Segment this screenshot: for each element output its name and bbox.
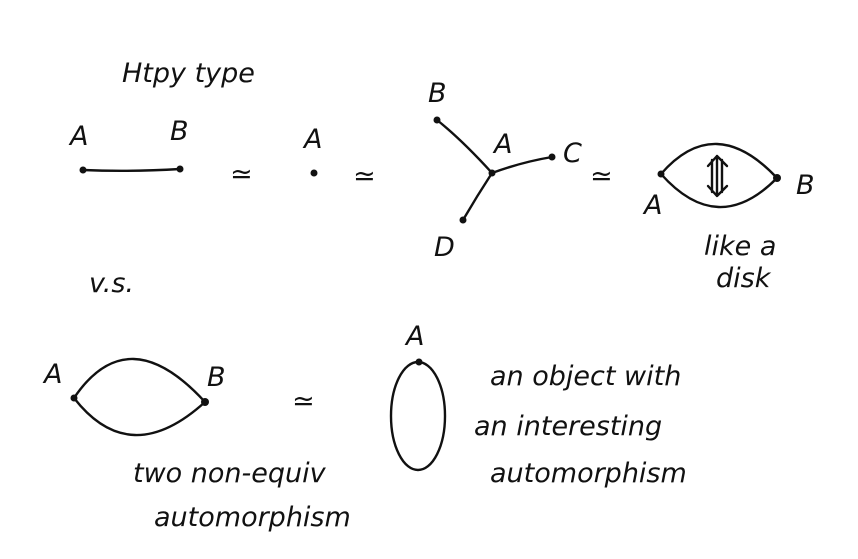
- loop-caption-line2: an interesting: [474, 411, 662, 442]
- equiv-symbol-3: ≃: [590, 161, 613, 192]
- star-vertex-d: [459, 216, 467, 224]
- vs-label: v.s.: [89, 268, 134, 299]
- disk-bigon-bottom-edge: [659, 172, 779, 209]
- star-label-a: A: [492, 129, 512, 160]
- equiv-symbol-1: ≃: [230, 159, 253, 190]
- disk-caption-line1: like a: [704, 231, 776, 262]
- loop-label-a: A: [404, 321, 424, 352]
- loop-vertex-a: [415, 358, 423, 366]
- auto-bigon-vertex-b: [201, 398, 209, 406]
- star-edge-c: [490, 155, 554, 175]
- segment-vertex-a: [79, 166, 87, 174]
- point-vertex-a: [310, 169, 318, 177]
- double-arrow-icon: [706, 154, 729, 198]
- auto-bigon-caption-line1: two non-equiv: [133, 458, 327, 489]
- star-label-b: B: [428, 78, 447, 109]
- auto-bigon-vertex-a: [70, 394, 78, 402]
- disk-caption-line2: disk: [716, 263, 772, 294]
- automorphism-bigon-graph: A B two non-equiv automorphism: [42, 357, 351, 533]
- disk-bigon-top-edge: [659, 142, 779, 180]
- loop-edge: [389, 360, 447, 472]
- star-edge-b: [435, 118, 494, 175]
- disk-bigon-vertex-b: [773, 174, 781, 182]
- disk-bigon-vertex-a: [657, 170, 665, 178]
- segment-vertex-b: [176, 165, 184, 173]
- disk-bigon-label-a: A: [642, 190, 662, 221]
- auto-bigon-bottom-edge: [72, 396, 207, 437]
- loop-caption-line1: an object with: [490, 361, 681, 392]
- star-label-d: D: [434, 232, 455, 263]
- equiv-symbol-4: ≃: [292, 386, 315, 417]
- auto-bigon-label-b: B: [207, 362, 226, 393]
- star-label-c: C: [563, 138, 582, 169]
- star-vertex-c: [548, 153, 556, 161]
- loop-graph: A an object with an interesting automorp…: [389, 321, 687, 489]
- segment-edge: [81, 167, 182, 172]
- star-vertex-b: [433, 116, 441, 124]
- segment-label-a: A: [68, 121, 88, 152]
- auto-bigon-caption-line2: automorphism: [154, 502, 351, 533]
- segment-graph: A B: [68, 116, 189, 174]
- title: Htpy type: [122, 58, 255, 89]
- loop-caption-line3: automorphism: [490, 458, 687, 489]
- point-label-a: A: [302, 124, 322, 155]
- auto-bigon-label-a: A: [42, 359, 62, 390]
- disk-bigon-graph: A B like a disk: [642, 142, 815, 294]
- star-graph: B A C D: [428, 78, 582, 263]
- star-vertex-a: [488, 169, 496, 177]
- auto-bigon-top-edge: [72, 357, 207, 404]
- star-edge-d: [461, 171, 494, 222]
- equiv-symbol-2: ≃: [353, 161, 376, 192]
- point-graph: A: [302, 124, 322, 177]
- segment-label-b: B: [170, 116, 189, 147]
- disk-bigon-label-b: B: [796, 170, 815, 201]
